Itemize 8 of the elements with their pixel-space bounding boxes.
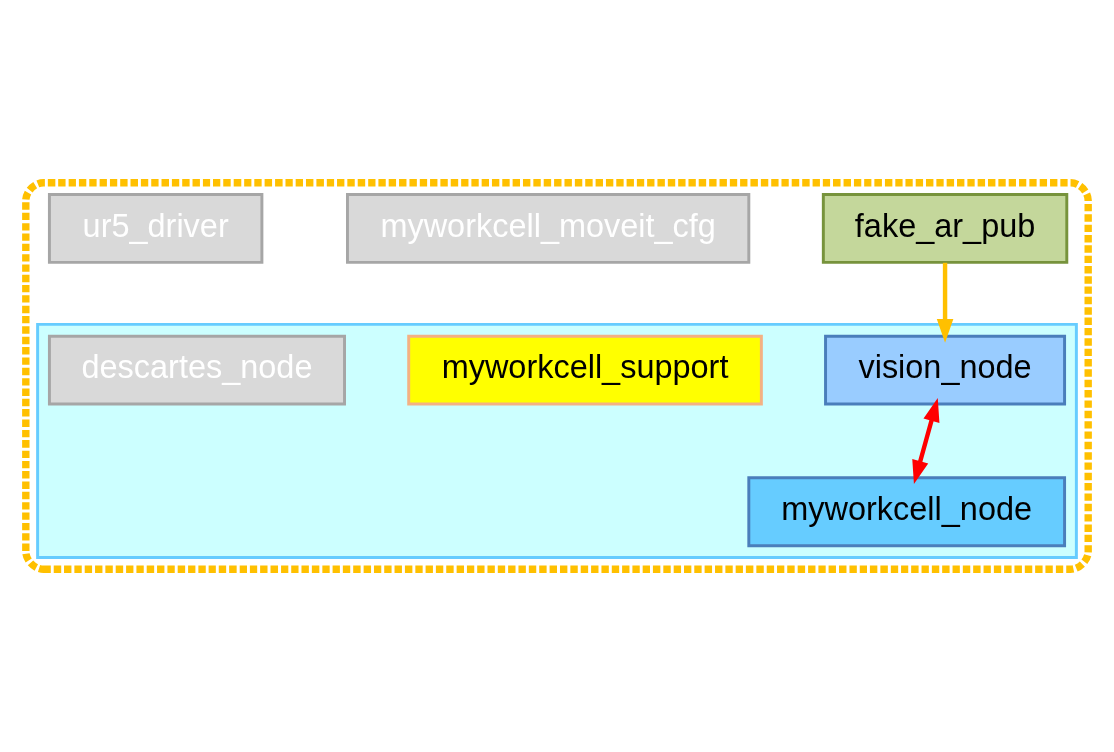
node-box: myworkcell_node (747, 476, 1067, 548)
node-box: fake_ar_pub (821, 193, 1069, 264)
node-box: myworkcell_support (407, 334, 763, 406)
node-box: vision_node (824, 334, 1067, 406)
arrow (936, 262, 954, 343)
cluster (36, 322, 1078, 559)
arrow (912, 398, 940, 485)
cluster (22, 179, 1092, 573)
